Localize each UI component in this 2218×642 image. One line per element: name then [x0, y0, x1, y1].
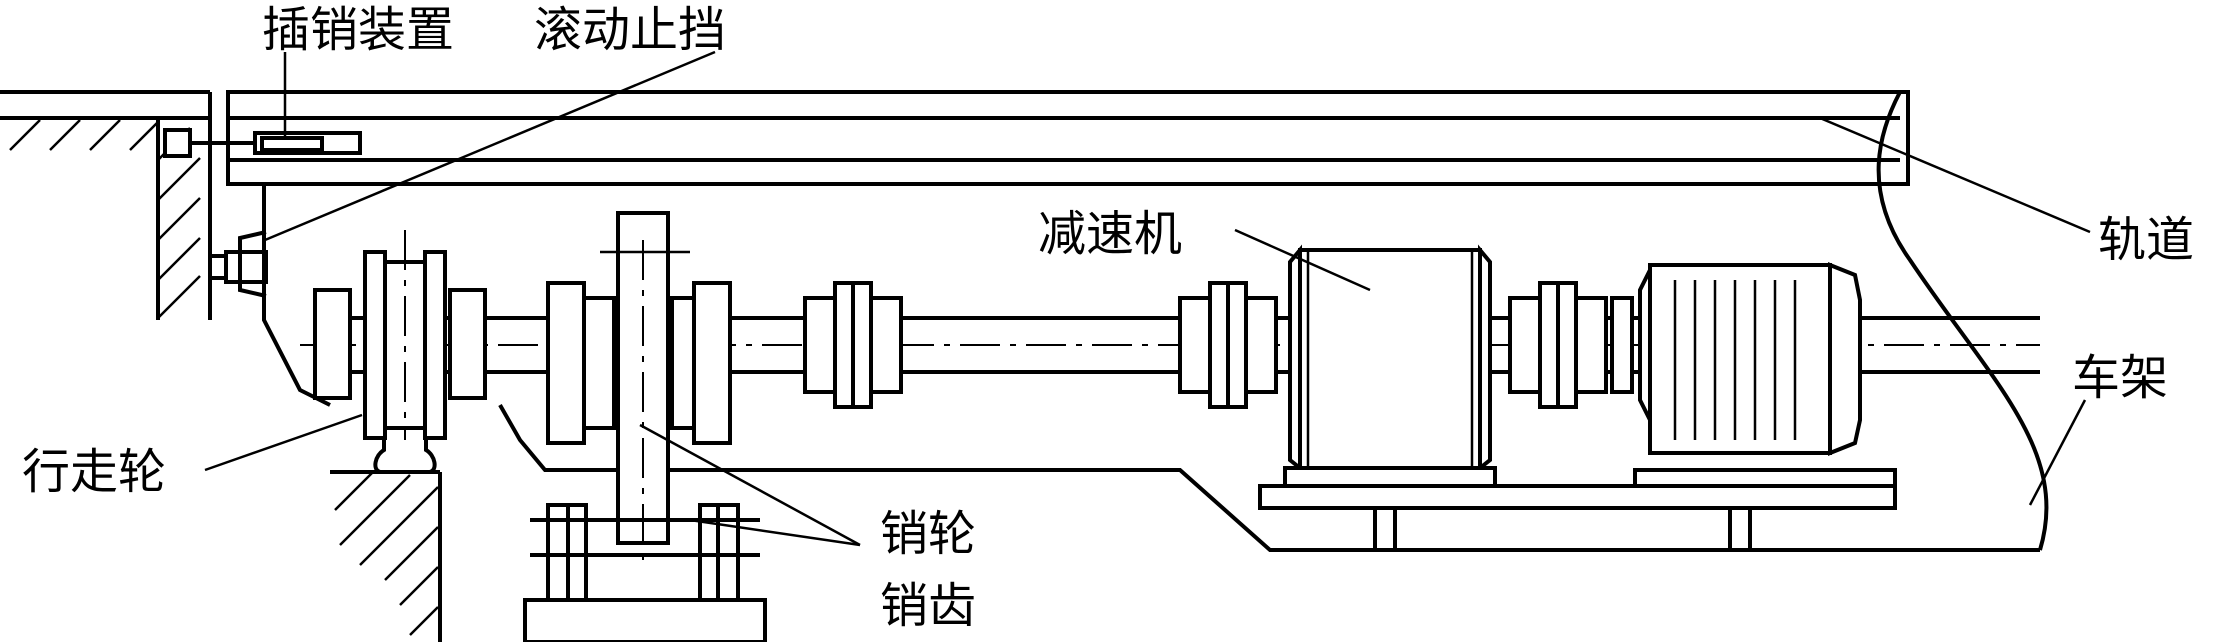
- left-wall: [0, 92, 212, 320]
- label-track: 轨道: [2098, 212, 2194, 268]
- label-reducer: 减速机: [1038, 206, 1182, 262]
- label-pin-device: 插销装置: [262, 2, 454, 58]
- label-frame: 车架: [2072, 350, 2168, 406]
- ground: [330, 470, 442, 642]
- base-plate: [1258, 484, 1897, 550]
- rolling-stop: [208, 230, 268, 298]
- pin-device: [163, 128, 362, 158]
- coupling-3: [1508, 281, 1608, 409]
- motor: [1610, 262, 1897, 490]
- label-pin-tooth: 销齿: [880, 578, 976, 634]
- pin-rack: [523, 503, 767, 642]
- label-pin-wheel: 销轮: [880, 506, 976, 562]
- coupling-2: [1178, 281, 1278, 409]
- label-walking-wheel: 行走轮: [22, 444, 166, 500]
- reducer: [1283, 244, 1497, 488]
- track-beam: [0, 90, 1910, 186]
- walking-wheel: [313, 230, 487, 474]
- coupling-1: [803, 281, 903, 409]
- label-rolling-stop: 滚动止挡: [534, 2, 726, 58]
- pin-wheel: [546, 211, 732, 560]
- leader-lines: [204, 50, 2091, 547]
